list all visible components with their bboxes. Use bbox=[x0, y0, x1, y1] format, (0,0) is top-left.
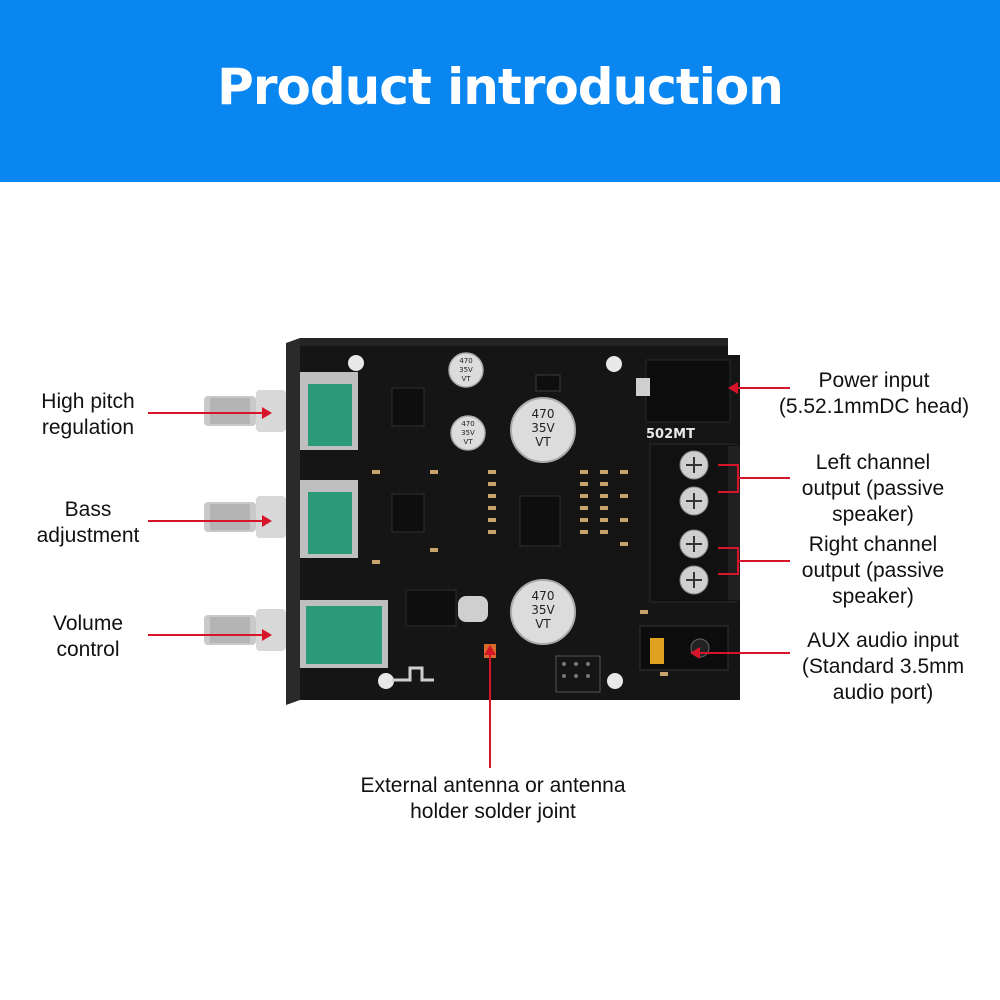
svg-text:35V: 35V bbox=[531, 421, 555, 435]
aux-audio-jack bbox=[639, 625, 729, 671]
mounting-hole bbox=[348, 355, 364, 371]
leader-lines bbox=[148, 387, 790, 768]
crystal-oscillator bbox=[458, 596, 488, 622]
front-panel bbox=[286, 338, 300, 705]
treble-knob bbox=[204, 390, 286, 432]
dc-power-jack bbox=[645, 359, 731, 423]
large-capacitor: 470 35V VT bbox=[510, 579, 576, 645]
svg-text:VT: VT bbox=[535, 435, 551, 449]
svg-text:VT: VT bbox=[535, 617, 551, 631]
svg-text:35V: 35V bbox=[461, 429, 475, 437]
speaker-terminal-block bbox=[649, 443, 740, 603]
diode bbox=[535, 374, 561, 392]
svg-text:35V: 35V bbox=[531, 603, 555, 617]
header-pins bbox=[555, 655, 601, 693]
smd-components bbox=[372, 470, 668, 676]
svg-text:35V: 35V bbox=[459, 366, 473, 374]
bass-potentiometer bbox=[300, 480, 358, 558]
op-amp-chip bbox=[391, 387, 425, 427]
svg-text:470: 470 bbox=[461, 420, 474, 428]
pcb-antenna bbox=[392, 666, 434, 682]
volume-potentiometer bbox=[300, 600, 388, 668]
svg-text:470: 470 bbox=[459, 357, 472, 365]
volume-knob bbox=[204, 609, 286, 651]
bass-knob bbox=[204, 496, 286, 538]
mounting-hole bbox=[378, 673, 394, 689]
small-capacitor: 470 35V VT bbox=[450, 415, 486, 451]
label-power: Power input(5.52.1mmDC head) bbox=[778, 369, 970, 418]
svg-text:VT: VT bbox=[461, 375, 471, 383]
bluetooth-chip bbox=[405, 589, 457, 627]
treble-potentiometer bbox=[300, 372, 358, 450]
small-capacitor: 470 35V VT bbox=[448, 352, 484, 388]
mounting-hole bbox=[607, 673, 623, 689]
amplifier-chip bbox=[519, 495, 561, 547]
svg-text:470: 470 bbox=[532, 589, 555, 603]
mounting-hole bbox=[606, 356, 622, 372]
header-banner: Product introduction bbox=[0, 0, 1000, 182]
op-amp-chip bbox=[391, 493, 425, 533]
large-capacitor: 470 35V VT bbox=[510, 397, 576, 463]
svg-text:VT: VT bbox=[463, 438, 473, 446]
board-model-label: 502MT bbox=[646, 427, 695, 442]
page-title: Product introduction bbox=[217, 58, 784, 116]
svg-text:470: 470 bbox=[532, 407, 555, 421]
